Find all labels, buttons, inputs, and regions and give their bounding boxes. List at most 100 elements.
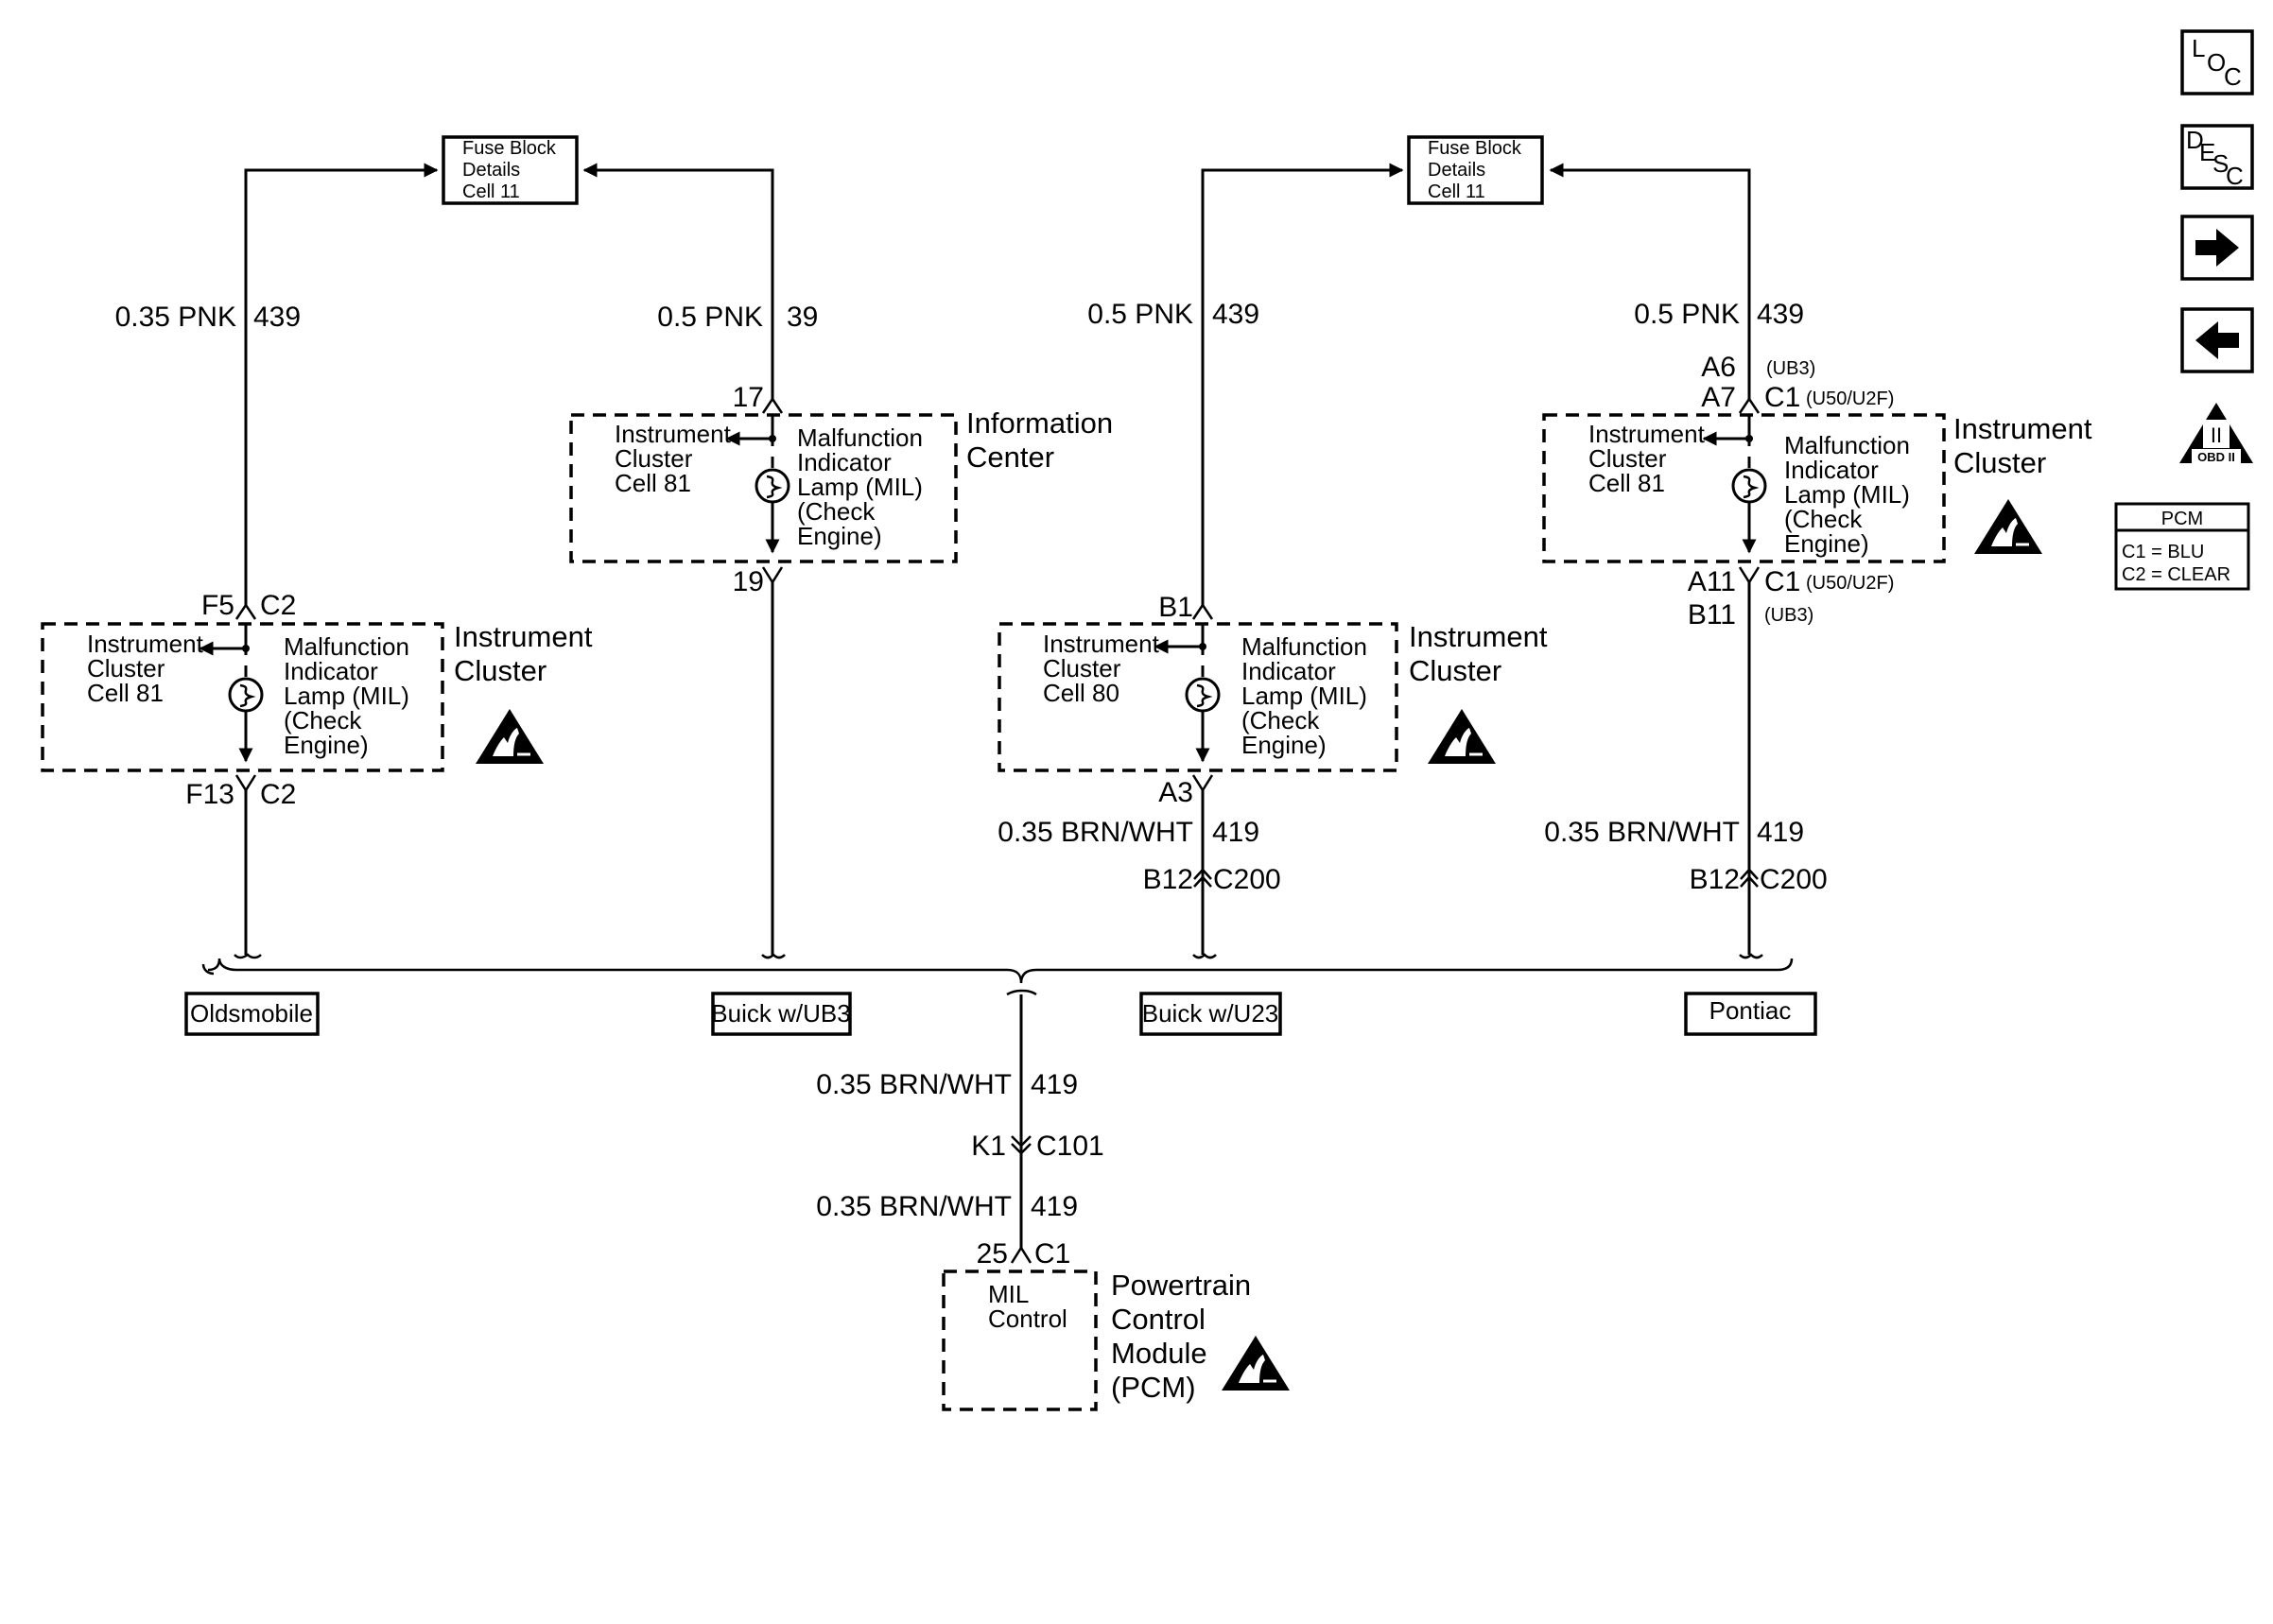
option-u50-u2f-bottom: (U50/U2F) <box>1806 573 1894 594</box>
variant-label-oldsmobile[interactable]: Oldsmobile <box>184 992 320 1036</box>
oldsmobile-name-line1: Instrument <box>454 620 593 653</box>
esd-warning-icon <box>1426 707 1498 766</box>
oldsmobile-ref-line1: Instrument <box>87 630 204 658</box>
loc-button[interactable]: L O C <box>2180 29 2254 95</box>
fuse-block-right-line2: Details <box>1428 160 1485 181</box>
option-ub3-bottom: (UB3) <box>1764 605 1813 626</box>
module-buick-u23-cluster[interactable]: B1 Instrument Cluster Cell 80 Malfunctio… <box>998 592 1548 955</box>
pcm-inner-line2: Control <box>988 1304 1067 1333</box>
pontiac-ref-line3: Cell 81 <box>1588 469 1665 497</box>
wire-label-info-top: 0.5 PNK <box>657 302 763 333</box>
pcm-name-line1: Powertrain <box>1111 1269 1251 1302</box>
mil-lamp-icon <box>1731 468 1767 504</box>
buick-u23-ref-line3: Cell 80 <box>1043 679 1119 707</box>
fuse-block-left-line2: Details <box>462 160 520 181</box>
variant-label-pontiac-text: Pontiac <box>1709 996 1792 1025</box>
circuit-label-pontiac-top: 439 <box>1757 299 1804 330</box>
wire-label-buick-u23-top: 0.5 PNK <box>1087 299 1193 330</box>
buick-u23-ref-line1: Instrument <box>1043 630 1160 658</box>
info-name-line2: Center <box>966 441 1054 474</box>
loc-letter-o: O <box>2207 48 2226 77</box>
circuit-label-buick-u23-bottom: 419 <box>1212 817 1259 848</box>
pontiac-lamp-line1: Malfunction <box>1784 431 1910 459</box>
connector-c2-bottom: C2 <box>260 779 296 810</box>
obd-roman: II <box>2211 423 2222 447</box>
connector-c1-bottom: C1 <box>1764 566 1800 597</box>
connector-c101: C101 <box>1036 1131 1104 1162</box>
wire-buick-u23-to-fuse <box>1201 163 1404 605</box>
variant-label-pontiac[interactable]: Pontiac <box>1684 992 1817 1036</box>
fuse-block-right[interactable]: Fuse Block Details Cell 11 <box>1407 135 1544 205</box>
obd-ii-button[interactable]: II OBD II <box>2179 403 2253 464</box>
pontiac-ref-line2: Cluster <box>1588 444 1667 473</box>
buick-u23-lamp-line5: Engine) <box>1241 731 1327 759</box>
pcm-legend-c2: C2 = CLEAR <box>2122 564 2230 585</box>
info-ref-line3: Cell 81 <box>615 469 691 497</box>
next-page-button[interactable] <box>2180 215 2254 281</box>
buick-u23-name-line2: Cluster <box>1409 654 1501 687</box>
connector-pin-19: 19 <box>733 566 764 597</box>
module-information-center[interactable]: 17 Instrument Cluster Cell 81 Malfunctio… <box>569 382 1113 955</box>
circuit-label-pcm-1: 419 <box>1031 1069 1078 1100</box>
variant-label-buick-u23[interactable]: Buick w/U23 <box>1139 992 1282 1036</box>
previous-page-button[interactable] <box>2180 307 2254 373</box>
pontiac-lamp-line5: Engine) <box>1784 529 1869 558</box>
wire-pontiac-to-fuse <box>1549 163 1751 399</box>
oldsmobile-ref-line3: Cell 81 <box>87 679 164 707</box>
connector-c1-pcm: C1 <box>1034 1238 1070 1270</box>
buick-u23-lamp-line4: (Check <box>1241 706 1320 734</box>
option-u50-u2f-top: (U50/U2F) <box>1806 389 1894 409</box>
info-lamp-line3: Lamp (MIL) <box>797 473 923 501</box>
arrow-left-icon <box>2195 321 2239 359</box>
info-lamp-line5: Engine) <box>797 522 882 550</box>
connector-pin-k1: K1 <box>971 1131 1006 1162</box>
oldsmobile-lamp-line1: Malfunction <box>284 632 409 661</box>
module-pontiac-cluster[interactable]: A6 (UB3) A7 C1 (U50/U2F) Instrument Clus… <box>1542 352 2092 955</box>
oldsmobile-ref-line2: Cluster <box>87 654 165 682</box>
pontiac-lamp-line4: (Check <box>1784 505 1863 533</box>
mil-lamp-icon <box>228 677 264 713</box>
desc-letter-e: E <box>2199 138 2215 166</box>
mil-lamp-icon <box>1185 677 1221 713</box>
connector-pin-f5: F5 <box>201 590 234 621</box>
option-ub3-top: (UB3) <box>1766 358 1815 379</box>
buick-u23-lamp-line3: Lamp (MIL) <box>1241 682 1367 710</box>
wire-oldsmobile-to-fuse <box>244 163 439 605</box>
wire-label-oldsmobile-top: 0.35 PNK <box>115 302 236 333</box>
pcm-legend-c1: C1 = BLU <box>2122 542 2204 562</box>
arrow-right-icon <box>2195 229 2239 267</box>
pontiac-name-line2: Cluster <box>1953 446 2046 479</box>
connector-pin-a7: A7 <box>1701 382 1736 413</box>
circuit-label-pontiac-bottom: 419 <box>1757 817 1804 848</box>
pcm-legend-title: PCM <box>2161 509 2203 529</box>
circuit-label-info-top: 39 <box>787 302 818 333</box>
connector-pin-17: 17 <box>733 382 764 413</box>
wire-label-pontiac-top: 0.5 PNK <box>1634 299 1740 330</box>
buick-u23-lamp-line2: Indicator <box>1241 657 1336 685</box>
variant-label-buick-u23-text: Buick w/U23 <box>1142 999 1279 1028</box>
oldsmobile-lamp-line3: Lamp (MIL) <box>284 682 409 710</box>
oldsmobile-name-line2: Cluster <box>454 654 547 687</box>
pontiac-ref-line1: Instrument <box>1588 420 1706 448</box>
loc-letter-l: L <box>2192 34 2205 62</box>
mil-lamp-icon <box>755 468 790 504</box>
connector-c2-top: C2 <box>260 590 296 621</box>
fuse-block-left[interactable]: Fuse Block Details Cell 11 <box>442 135 579 205</box>
connector-c200-pontiac: C200 <box>1760 864 1828 895</box>
pcm-name-line4: (PCM) <box>1111 1371 1196 1404</box>
module-pcm[interactable]: 0.35 BRN/WHT 419 K1 C101 0.35 BRN/WHT 41… <box>816 994 1292 1411</box>
wire-label-buick-u23-bottom: 0.35 BRN/WHT <box>998 817 1193 848</box>
pontiac-lamp-line3: Lamp (MIL) <box>1784 480 1910 509</box>
variant-label-buick-ub3[interactable]: Buick w/UB3 <box>711 992 852 1036</box>
fuse-block-right-line1: Fuse Block <box>1428 138 1522 159</box>
circuit-label-pcm-2: 419 <box>1031 1191 1078 1222</box>
connector-pin-f13: F13 <box>185 779 234 810</box>
buick-u23-name-line1: Instrument <box>1409 620 1548 653</box>
info-ref-line1: Instrument <box>615 420 732 448</box>
module-oldsmobile-cluster[interactable]: F5 C2 Instrument Cluster Cell 81 Malfunc… <box>41 590 593 955</box>
connector-c200-buick: C200 <box>1213 864 1281 895</box>
pcm-name-line2: Control <box>1111 1303 1206 1336</box>
desc-button[interactable]: D E S C <box>2180 124 2254 190</box>
wire-label-pcm-1: 0.35 BRN/WHT <box>816 1069 1012 1100</box>
